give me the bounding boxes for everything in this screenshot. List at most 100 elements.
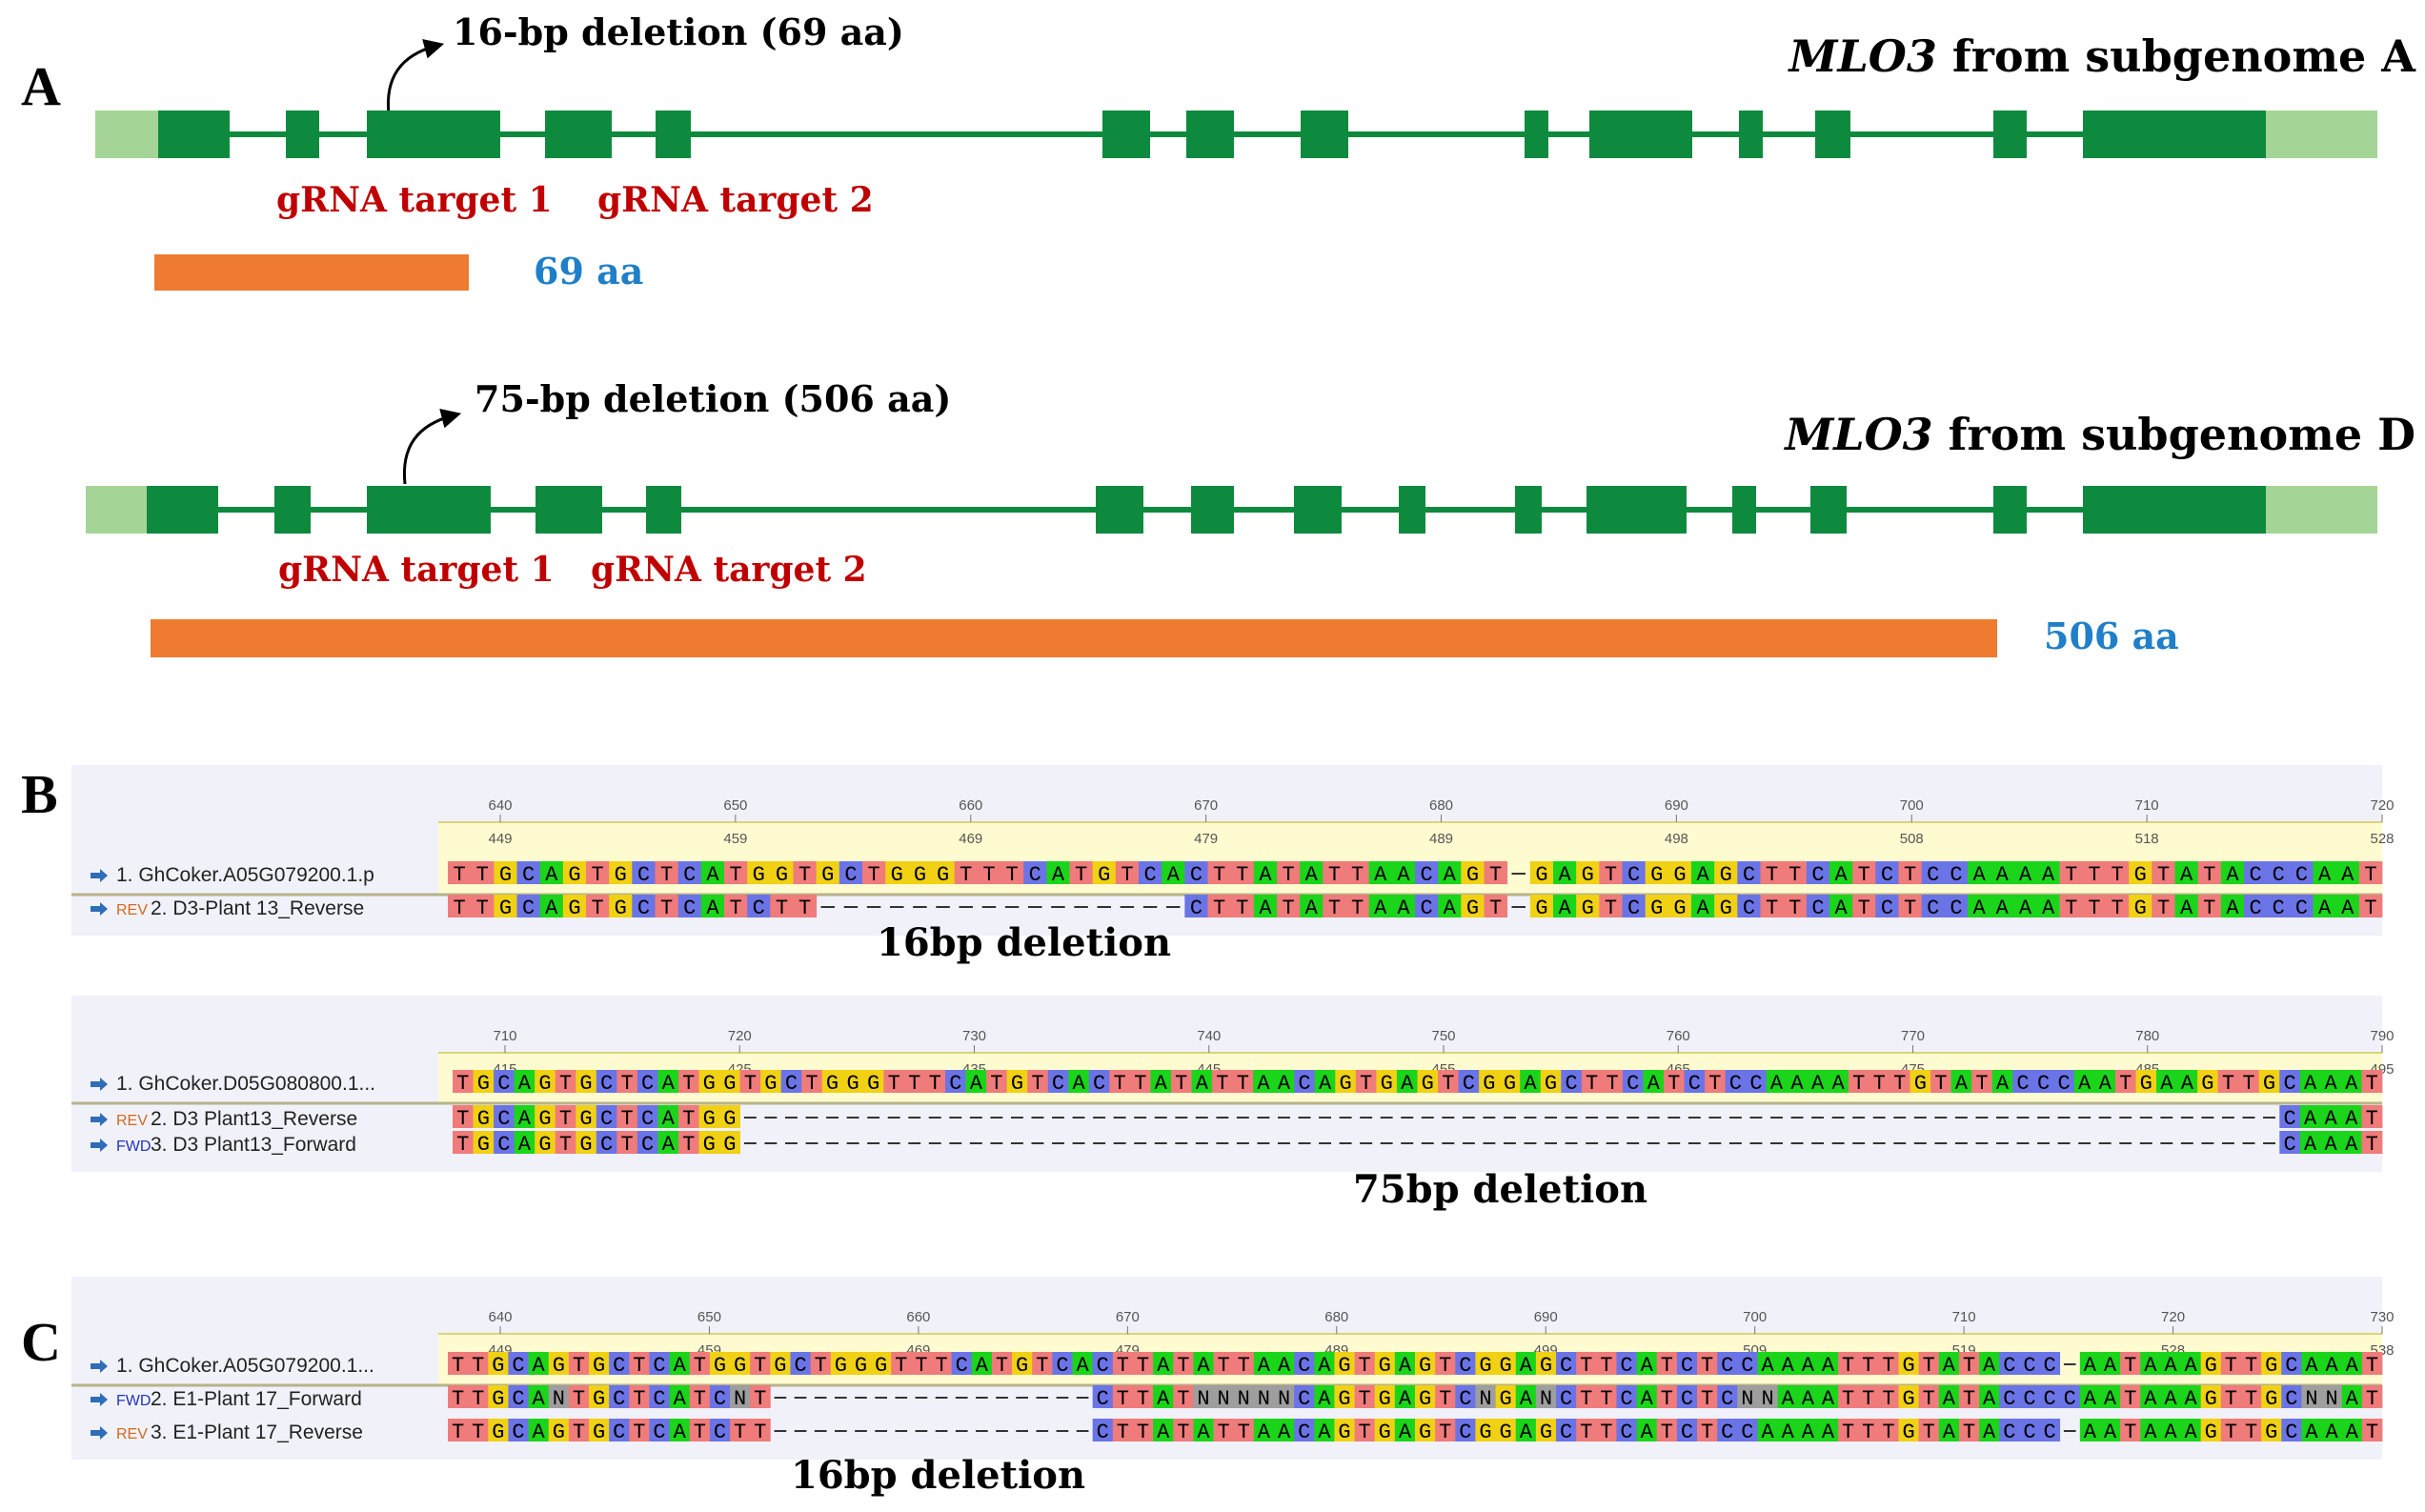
gene-d-title-italic: MLO3 xyxy=(1783,409,1932,460)
alignment-c1-note: 16bp deletion xyxy=(791,1453,1085,1498)
base-cell xyxy=(793,861,818,884)
base-letter: G xyxy=(1379,1354,1391,1378)
base-cell xyxy=(709,1385,731,1408)
base-cell xyxy=(488,1385,509,1408)
base-letter: T xyxy=(1237,1072,1249,1096)
base-cell xyxy=(1838,1419,1859,1441)
base-cell xyxy=(2039,1419,2061,1441)
base-cell xyxy=(2036,895,2061,917)
base-cell xyxy=(1354,1419,1376,1441)
base-cell xyxy=(2036,861,2061,884)
base-cell xyxy=(1495,1385,1517,1408)
base-cell xyxy=(2220,1419,2242,1441)
base-cell xyxy=(2220,1385,2242,1408)
base-letter: G xyxy=(538,1107,551,1131)
base-cell xyxy=(724,861,748,884)
base-cell xyxy=(1230,861,1255,884)
base-letter: T xyxy=(1134,1072,1146,1096)
ruler-top-number: 770 xyxy=(1901,1028,1925,1044)
base-cell xyxy=(1112,1352,1134,1375)
base-cell xyxy=(1971,1070,1993,1093)
ruler-top-number: 640 xyxy=(488,1309,512,1325)
base-cell xyxy=(1616,1419,1638,1441)
gene-d-utr-5 xyxy=(86,486,147,534)
base-letter: A xyxy=(2104,1421,2117,1444)
base-letter: T xyxy=(1766,897,1778,920)
base-letter: T xyxy=(1439,1354,1451,1378)
base-cell xyxy=(1213,1352,1235,1375)
base-cell xyxy=(1394,1419,1416,1441)
exon-2 xyxy=(274,486,311,534)
base-cell xyxy=(2281,1352,2302,1375)
base-cell xyxy=(1636,1419,1658,1441)
base-cell xyxy=(1273,1352,1295,1375)
base-letter: T xyxy=(682,1133,695,1157)
base-cell xyxy=(1921,861,1946,884)
base-cell xyxy=(1797,1385,1819,1408)
base-letter: G xyxy=(2205,1387,2217,1411)
base-cell xyxy=(839,861,863,884)
base-letter: G xyxy=(776,863,788,887)
sequence-name: 2. E1-Plant 17_Forward xyxy=(151,1388,362,1410)
base-letter: T xyxy=(2203,897,2215,920)
gene-d-exons xyxy=(147,486,2266,534)
base-cell xyxy=(1817,1419,1839,1441)
base-letter: T xyxy=(1607,1072,1619,1096)
base-letter: T xyxy=(573,1354,585,1378)
base-letter: A xyxy=(1259,897,1272,920)
base-letter: A xyxy=(1696,897,1709,920)
base-cell xyxy=(1656,1385,1678,1408)
base-letter: T xyxy=(2088,897,2100,920)
base-cell xyxy=(657,1070,679,1093)
base-letter: C xyxy=(1190,897,1202,920)
base-letter: T xyxy=(1236,897,1248,920)
base-cell xyxy=(539,895,564,917)
base-letter: T xyxy=(1177,1421,1189,1444)
base-letter: T xyxy=(1175,1072,1187,1096)
base-letter: A xyxy=(1983,1354,1996,1378)
exon-15 xyxy=(2083,486,2266,534)
ruler-top-number: 680 xyxy=(1429,797,1453,814)
base-cell xyxy=(1777,1385,1799,1408)
base-letter: C xyxy=(1298,1387,1310,1411)
base-letter: A xyxy=(1374,863,1387,887)
base-letter: A xyxy=(545,863,558,887)
base-letter: N xyxy=(1258,1387,1270,1411)
base-cell xyxy=(2361,1105,2383,1128)
base-cell xyxy=(770,861,794,884)
base-cell xyxy=(514,1070,536,1093)
base-cell xyxy=(1335,1070,1357,1093)
base-letter: C xyxy=(600,1133,613,1157)
base-cell xyxy=(2220,861,2245,884)
base-letter: T xyxy=(1359,1421,1371,1444)
base-letter: T xyxy=(633,1354,645,1378)
base-letter: T xyxy=(1137,1387,1149,1411)
base-letter: A xyxy=(2084,1387,2097,1411)
base-letter: G xyxy=(1483,1072,1495,1096)
base-letter: A xyxy=(2019,863,2032,887)
base-cell xyxy=(453,1105,474,1128)
gene-d-title: MLO3 from subgenome D xyxy=(1783,409,2415,460)
base-letter: T xyxy=(1177,1387,1189,1411)
base-cell xyxy=(1705,1070,1727,1093)
base-letter: A xyxy=(518,1133,532,1157)
base-cell xyxy=(1691,861,1715,884)
base-cell xyxy=(816,861,840,884)
base-cell xyxy=(2321,1419,2343,1441)
base-letter: A xyxy=(2144,1354,2157,1378)
gene-a-protein-label: 69 aa xyxy=(534,250,643,292)
exon-1 xyxy=(158,111,230,158)
base-letter: G xyxy=(1500,1387,1512,1411)
base-cell xyxy=(2099,1419,2121,1441)
base-letter: G xyxy=(2265,1354,2277,1378)
base-letter: A xyxy=(1943,1421,1956,1444)
base-letter: A xyxy=(2160,1072,2173,1096)
base-cell xyxy=(1032,1352,1053,1375)
base-letter: G xyxy=(1419,1354,1431,1378)
base-letter: G xyxy=(937,863,949,887)
ruler-top-number: 710 xyxy=(493,1028,516,1044)
base-letter: C xyxy=(1681,1354,1693,1378)
base-letter: G xyxy=(846,1072,859,1096)
base-letter: T xyxy=(2225,1421,2237,1444)
base-letter: C xyxy=(1459,1354,1471,1378)
